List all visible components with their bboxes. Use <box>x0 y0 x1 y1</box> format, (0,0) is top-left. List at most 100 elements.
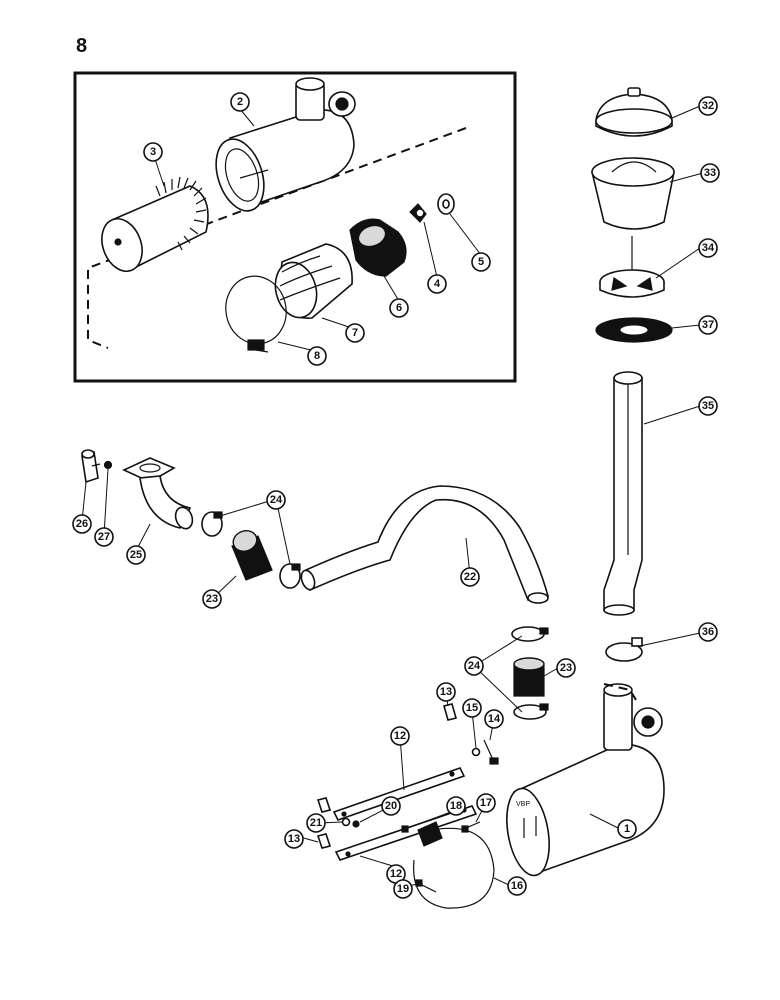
callout-35: 35 <box>698 396 718 416</box>
inset-frame <box>73 71 517 383</box>
svg-text:34: 34 <box>702 242 715 254</box>
svg-text:2: 2 <box>237 96 243 108</box>
callout-37: 37 <box>698 315 718 335</box>
nut-27 <box>103 460 113 470</box>
svg-text:3: 3 <box>150 146 156 158</box>
svg-text:37: 37 <box>702 319 714 331</box>
svg-text:13: 13 <box>440 686 452 698</box>
svg-text:7: 7 <box>352 327 358 339</box>
svg-text:24: 24 <box>468 660 481 672</box>
svg-text:1: 1 <box>624 823 630 835</box>
callout-3: 3 <box>143 142 163 162</box>
callout-8: 8 <box>307 346 327 366</box>
washer-15 <box>471 747 481 757</box>
seal-6 <box>349 218 407 277</box>
callout-13a: 13 <box>436 682 456 702</box>
svg-text:27: 27 <box>98 531 110 543</box>
svg-text:23: 23 <box>560 662 572 674</box>
svg-text:18: 18 <box>450 800 462 812</box>
svg-text:22: 22 <box>464 571 476 583</box>
air-cleaner-body-2 <box>215 77 356 212</box>
hose-clamp-24d <box>513 703 549 720</box>
svg-text:17: 17 <box>480 797 492 809</box>
callout-2: 2 <box>230 92 250 112</box>
callout-18: 18 <box>446 796 466 816</box>
svg-text:4: 4 <box>434 278 441 290</box>
precleaner-bowl-33 <box>591 157 675 230</box>
svg-text:24: 24 <box>270 494 283 506</box>
svg-text:6: 6 <box>396 302 402 314</box>
svg-text:14: 14 <box>488 713 501 725</box>
bolt-17 <box>461 821 481 833</box>
svg-text:12: 12 <box>390 868 402 880</box>
nut-20 <box>352 820 360 828</box>
svg-text:33: 33 <box>704 167 716 179</box>
callout-12b: 12 <box>386 864 406 884</box>
svg-text:21: 21 <box>310 817 322 829</box>
spacer-13c <box>316 797 332 813</box>
bolt-14 <box>483 739 499 765</box>
callout-34: 34 <box>698 238 718 258</box>
hose-23b <box>513 657 545 697</box>
callout-13b: 13 <box>284 829 304 849</box>
svg-text:36: 36 <box>702 626 714 638</box>
svg-text:12: 12 <box>394 730 406 742</box>
callout-6: 6 <box>389 298 409 318</box>
callout-21: 21 <box>306 813 326 833</box>
callout-19: 19 <box>393 879 413 899</box>
callout-25: 25 <box>126 545 146 565</box>
spacer-13b <box>316 833 332 849</box>
svg-text:20: 20 <box>385 800 397 812</box>
fitting-26 <box>81 449 101 484</box>
callout-5: 5 <box>471 252 491 272</box>
elbow-25 <box>122 457 194 530</box>
svg-text:16: 16 <box>511 880 523 892</box>
svg-text:32: 32 <box>702 100 714 112</box>
hose-23a <box>231 530 273 581</box>
callout-33: 33 <box>700 163 720 183</box>
svg-text:19: 19 <box>397 883 409 895</box>
bolt-19 <box>415 879 437 893</box>
callout-14: 14 <box>484 709 504 729</box>
washer-5 <box>437 193 455 215</box>
bracket-12a <box>332 767 466 821</box>
precleaner-base-34 <box>599 236 665 298</box>
svg-text:13: 13 <box>288 833 300 845</box>
callout-32: 32 <box>698 96 718 116</box>
band-clamp-8 <box>225 275 287 353</box>
svg-text:35: 35 <box>702 400 714 412</box>
callout-16: 16 <box>507 876 527 896</box>
gasket-37 <box>595 317 673 343</box>
svg-text:23: 23 <box>206 593 218 605</box>
callout-15: 15 <box>462 698 482 718</box>
page-number: 8 <box>76 35 87 57</box>
callout-4: 4 <box>427 274 447 294</box>
svg-text:25: 25 <box>130 549 142 561</box>
callout-24a: 24 <box>266 490 286 510</box>
spacer-13a <box>443 703 457 721</box>
hose-clamp-24b <box>279 563 301 589</box>
cleaner-mark: VBP <box>516 801 530 808</box>
callout-17: 17 <box>476 793 496 813</box>
intake-pipe-35 <box>603 371 643 616</box>
washer-21 <box>341 817 351 827</box>
strap-16 <box>413 821 495 909</box>
svg-text:8: 8 <box>314 350 320 362</box>
wing-nut-4 <box>409 203 427 223</box>
callout-24b: 24 <box>464 656 484 676</box>
callout-23a: 23 <box>202 589 222 609</box>
callout-1: 1 <box>617 819 637 839</box>
callout-23b: 23 <box>556 658 576 678</box>
clamp-36 <box>605 637 643 662</box>
callout-27: 27 <box>94 527 114 547</box>
svg-text:5: 5 <box>478 256 484 268</box>
filter-element-3 <box>101 176 209 272</box>
callout-26: 26 <box>72 514 92 534</box>
svg-text:15: 15 <box>466 702 478 714</box>
outer-element-7 <box>274 243 353 319</box>
callout-20: 20 <box>381 796 401 816</box>
callout-7: 7 <box>345 323 365 343</box>
clip-18 <box>401 825 409 833</box>
air-cleaner-assembly-1: VBP <box>506 683 665 877</box>
